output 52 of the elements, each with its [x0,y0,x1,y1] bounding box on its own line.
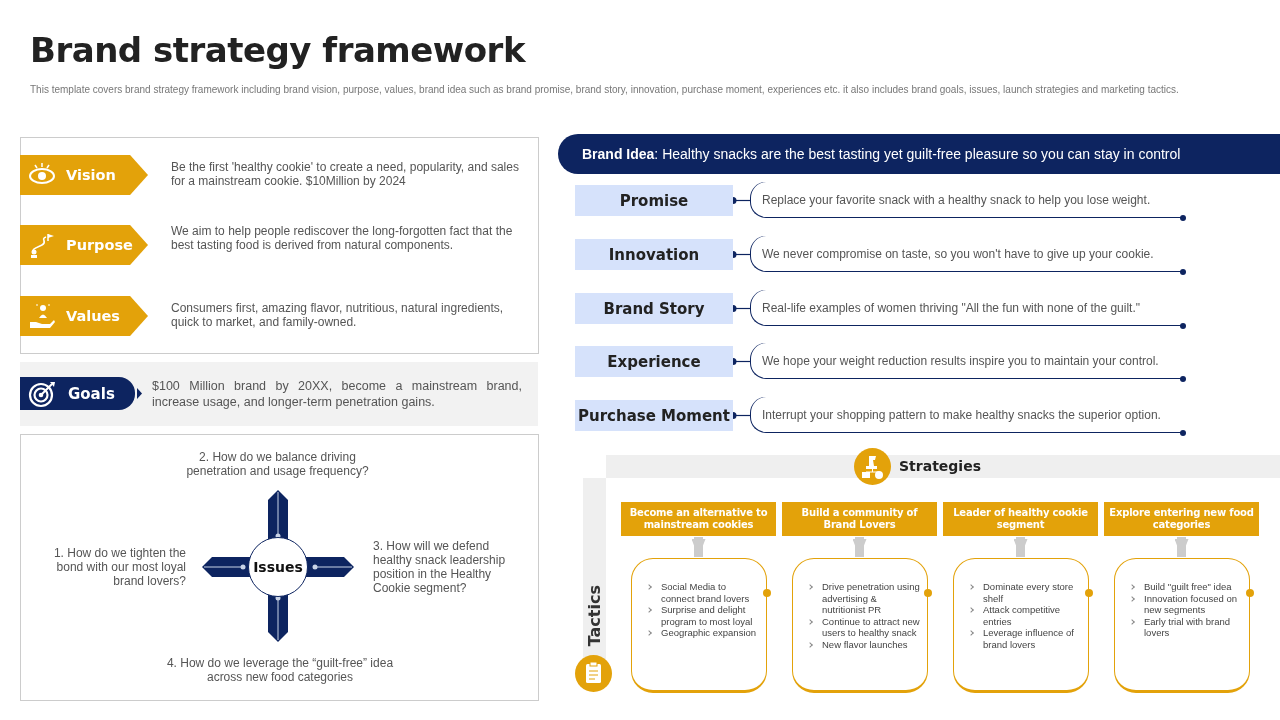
pillar-label: Brand Story [575,293,733,324]
tag-text: Vision [66,167,116,183]
bracket-text: We never compromise on taste, so you won't have to give up your cookie. [750,236,1183,272]
pillar-label: Promise [575,185,733,216]
pillar-label: Experience [575,346,733,377]
chevron-tag [20,296,148,336]
description-text: $100 Million brand by 20XX, become a mainstream brand, increase usage, and longer-term penetration gains. [152,378,522,410]
block-arrow [691,537,706,557]
bullet-text: Continue to attract new users to healthy snack [807,615,921,639]
tag-text: Goals [68,384,115,403]
bullet-text: Build "guilt free" idea [1129,581,1243,593]
description-text: Consumers first, amazing flavor, nutritious, natural ingredients, quick to market, and family-owned. [171,301,505,329]
bullet-text: New flavor launches [807,638,921,650]
bullet-text: Early trial with brand lovers [1129,615,1243,639]
question-text: 1. How do we tighten the bond with our most loyal brand lovers? [52,546,186,588]
strategy-box: Explore entering new food categories [1104,502,1259,536]
bullet-text: Leverage influence of brand lovers [968,627,1082,650]
strategy-box: Leader of healthy cookie segment [943,502,1098,536]
issues-circle: Issues [248,537,308,597]
goal-tag [20,377,135,410]
tag-text: Purpose [66,237,133,253]
question-text: 2. How do we balance driving penetration and usage frequency? [185,450,370,478]
pillar-label: Innovation [575,239,733,270]
title: Brand strategy framework [30,30,527,70]
chevron-tag [20,225,148,265]
bracket-text: Real-life examples of women thriving "All the fun with none of the guilt." [750,290,1183,326]
band-title: Strategies [899,458,981,474]
block-arrow [1174,537,1189,557]
description-text: Be the first 'healthy cookie' to create a need, popularity, and sales for a mainstream cookie. $10Million by 2024 [171,160,520,188]
bullet-text: Innovation focused on new segments [1129,592,1243,616]
question-text: 3. How will we defend healthy snack leadership position in the Healthy Cookie segment? [373,539,507,595]
bracket-text: Interrupt your shopping pattern to make healthy snacks the superior option. [750,397,1183,433]
headline-banner: Brand Idea: Healthy snacks are the best tasting yet guilt-free pleasure so you can stay in control [558,134,1280,174]
bullet-text: Drive penetration using advertising & nutritionist PR [807,581,921,616]
block-arrow [1013,537,1028,557]
description-text: We aim to help people rediscover the long-forgotten fact that the best tasting food is derived from natural components. [171,224,514,252]
bracket-text: Replace your favorite snack with a healthy snack to help you lose weight. [750,182,1183,218]
pillar-label: Purchase Moment [575,400,733,431]
bullet-text: Attack competitive entries [968,604,1082,627]
chevron-tag [20,155,148,195]
block-arrow [852,537,867,557]
side-label: Tactics [585,585,604,647]
bullet-text: Geographic expansion [646,627,760,639]
strategy-box: Build a community of Brand Lovers [782,502,937,536]
bullet-text: Social Media to connect brand lovers [646,581,760,604]
bracket-text: We hope your weight reduction results inspire you to maintain your control. [750,343,1183,379]
subtitle: This template covers brand strategy framework including brand vision, purpose, values, brand idea such as brand promise, brand story, innovation, purchase moment, experiences etc. it also includes brand goals, issues, launch strategies and marketing tactics. [30,84,1180,96]
bullet-text: Dominate every store shelf [968,581,1082,604]
strategy-box: Become an alternative to mainstream cookies [621,502,776,536]
bullet-text: Surprise and delight program to most loyal [646,604,760,627]
question-text: 4. How do we leverage the “guilt-free” idea across new food categories [165,656,395,684]
tag-text: Values [66,308,120,324]
